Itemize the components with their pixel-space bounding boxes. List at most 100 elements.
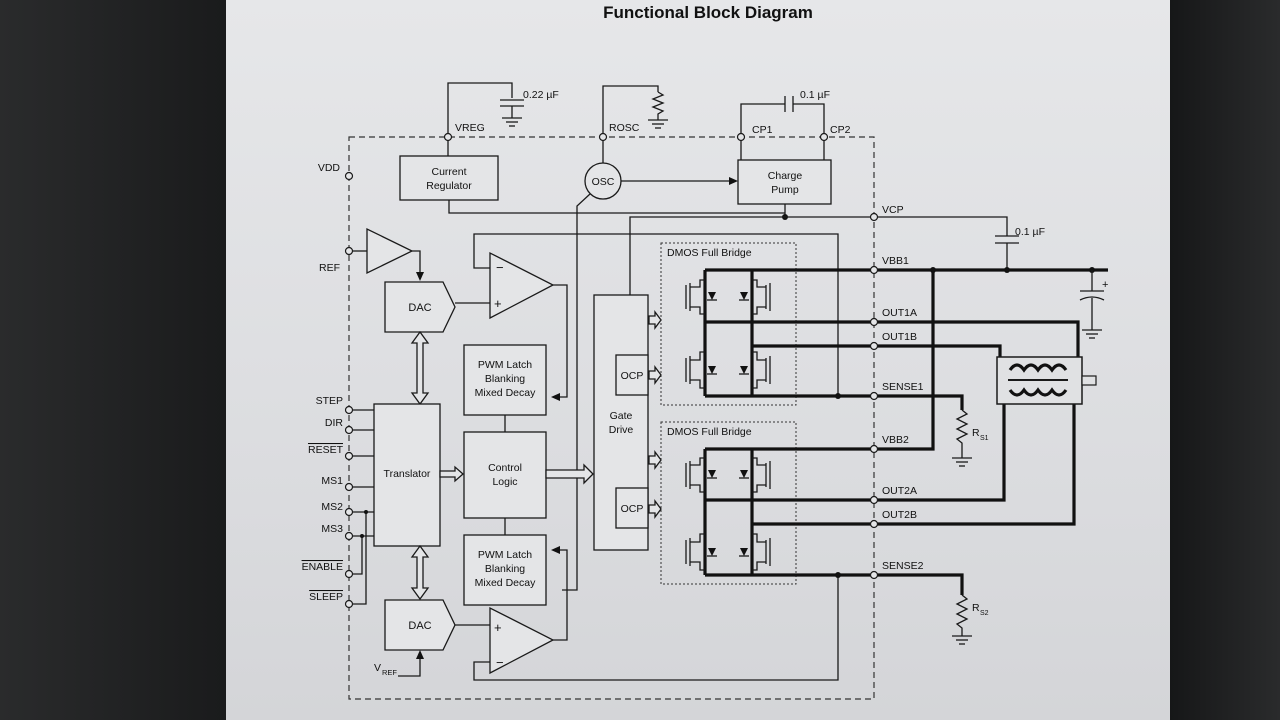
ocp-bottom <box>615 487 649 529</box>
pin-label-ms3: MS3 <box>321 523 343 535</box>
bridge-2-mosfets <box>685 449 771 575</box>
pin-vreg <box>443 132 453 142</box>
dac-top-label: DAC <box>408 302 431 314</box>
dac-bottom-label: DAC <box>408 620 431 632</box>
control-logic-line1: Control <box>488 462 522 474</box>
pwm-bottom-line1: PWM Latch <box>478 549 532 561</box>
dac-bottom <box>384 599 456 651</box>
pin-label-vreg: VREG <box>455 122 485 134</box>
pump-cap-value: 0.1 µF <box>800 89 830 101</box>
pin-label-cp2: CP2 <box>830 124 851 136</box>
pin-label-cp1: CP1 <box>752 124 773 136</box>
rs1-label: R <box>972 427 980 439</box>
opamp-bottom <box>489 606 555 675</box>
dmos-bridge-2 <box>660 421 797 585</box>
pwm-latch-top <box>463 344 547 416</box>
pin-label-sense1: SENSE1 <box>882 381 924 393</box>
bulk-cap-polarity: + <box>1102 279 1108 291</box>
dmos-bridge-1-label: DMOS Full Bridge <box>667 247 752 259</box>
vcp-cap-value: 0.1 µF <box>1015 226 1045 238</box>
ref-buffer <box>366 227 414 275</box>
bridge-1-mosfets <box>685 270 771 396</box>
rs2-label: R <box>972 602 980 614</box>
pin-label-ms2: MS2 <box>321 501 343 513</box>
pin-label-ref: REF <box>319 262 340 274</box>
pin-label-rosc: ROSC <box>609 122 640 134</box>
pwm-top-line3: Mixed Decay <box>475 387 536 399</box>
control-logic-block <box>463 431 547 519</box>
pin-label-ms1: MS1 <box>321 475 343 487</box>
gate-drive-arrows <box>648 310 662 519</box>
pin-label-sleep: SLEEP <box>309 591 343 603</box>
ocp-top-label: OCP <box>621 370 644 382</box>
charge-pump-block <box>737 159 832 205</box>
pin-label-vdd: VDD <box>318 162 341 174</box>
stepper-motor <box>996 356 1097 405</box>
diagram-title: Functional Block Diagram <box>603 3 813 22</box>
ocp-top <box>615 354 649 396</box>
bus-arrow-translator <box>439 465 464 483</box>
pin-label-out2a: OUT2A <box>882 485 917 497</box>
pwm-bottom-line2: Blanking <box>485 563 525 575</box>
left-input-pins <box>344 405 374 609</box>
current-regulator-line2: Regulator <box>426 180 472 192</box>
pin-cp2 <box>819 132 829 142</box>
dmos-bridge-1 <box>660 242 797 406</box>
pin-vdd <box>344 171 354 181</box>
pin-label-dir: DIR <box>325 417 344 429</box>
rs2-sub: S2 <box>980 610 989 617</box>
pin-label-out1a: OUT1A <box>882 307 917 319</box>
opamp-top <box>489 251 555 320</box>
opamp-bottom-minus: − <box>496 655 504 670</box>
translator-label: Translator <box>384 468 431 480</box>
opamp-bottom-plus: + <box>494 620 502 635</box>
control-logic-line2: Logic <box>492 476 517 488</box>
pin-label-vbb2: VBB2 <box>882 434 909 446</box>
pin-cp1 <box>736 132 746 142</box>
bus-arrow-top <box>410 330 430 406</box>
pwm-bottom-line3: Mixed Decay <box>475 577 536 589</box>
current-regulator-block <box>399 155 499 201</box>
pin-rosc <box>598 132 608 142</box>
opamp-top-minus: − <box>496 260 504 275</box>
bus-arrow-bottom <box>410 544 430 601</box>
vreg-capacitor <box>447 82 524 137</box>
ic-boundary <box>348 136 875 700</box>
monitor-bezel-right <box>1170 0 1280 720</box>
pin-ref <box>344 246 354 256</box>
translator-block <box>373 403 441 547</box>
charge-pump-line1: Charge <box>768 170 803 182</box>
pin-vcp <box>869 212 879 222</box>
pin-label-vref: V <box>374 662 381 674</box>
sense-resistor-1 <box>952 409 972 467</box>
bus-arrow-control <box>545 463 594 485</box>
dac-top <box>384 281 456 333</box>
pin-label-out1b: OUT1B <box>882 331 917 343</box>
right-pins <box>869 265 879 580</box>
charge-pump-capacitor <box>740 96 825 137</box>
pin-label-vbb1: VBB1 <box>882 255 909 267</box>
pin-label-enable: ENABLE <box>302 561 343 573</box>
current-regulator-line1: Current <box>431 166 466 178</box>
pin-label-vref-sub: REF <box>382 668 397 677</box>
pwm-latch-bottom <box>463 534 547 606</box>
osc-label: OSC <box>592 176 615 188</box>
vreg-cap-value: 0.22 µF <box>523 89 559 101</box>
pin-label-vcp: VCP <box>882 204 904 216</box>
pwm-top-line2: Blanking <box>485 373 525 385</box>
gate-drive-line2: Drive <box>609 424 634 436</box>
pin-label-step: STEP <box>316 395 343 407</box>
rs1-sub: S1 <box>980 435 989 442</box>
pwm-top-line1: PWM Latch <box>478 359 532 371</box>
rosc-resistor <box>602 85 668 137</box>
dmos-bridge-2-label: DMOS Full Bridge <box>667 426 752 438</box>
sense-resistor-2 <box>952 594 972 645</box>
charge-pump-line2: Pump <box>771 184 799 196</box>
monitor-bezel-left <box>0 0 226 720</box>
pin-label-out2b: OUT2B <box>882 509 917 521</box>
bulk-capacitor <box>1079 270 1105 339</box>
pin-label-reset: RESET <box>308 444 344 456</box>
pin-label-sense2: SENSE2 <box>882 560 924 572</box>
